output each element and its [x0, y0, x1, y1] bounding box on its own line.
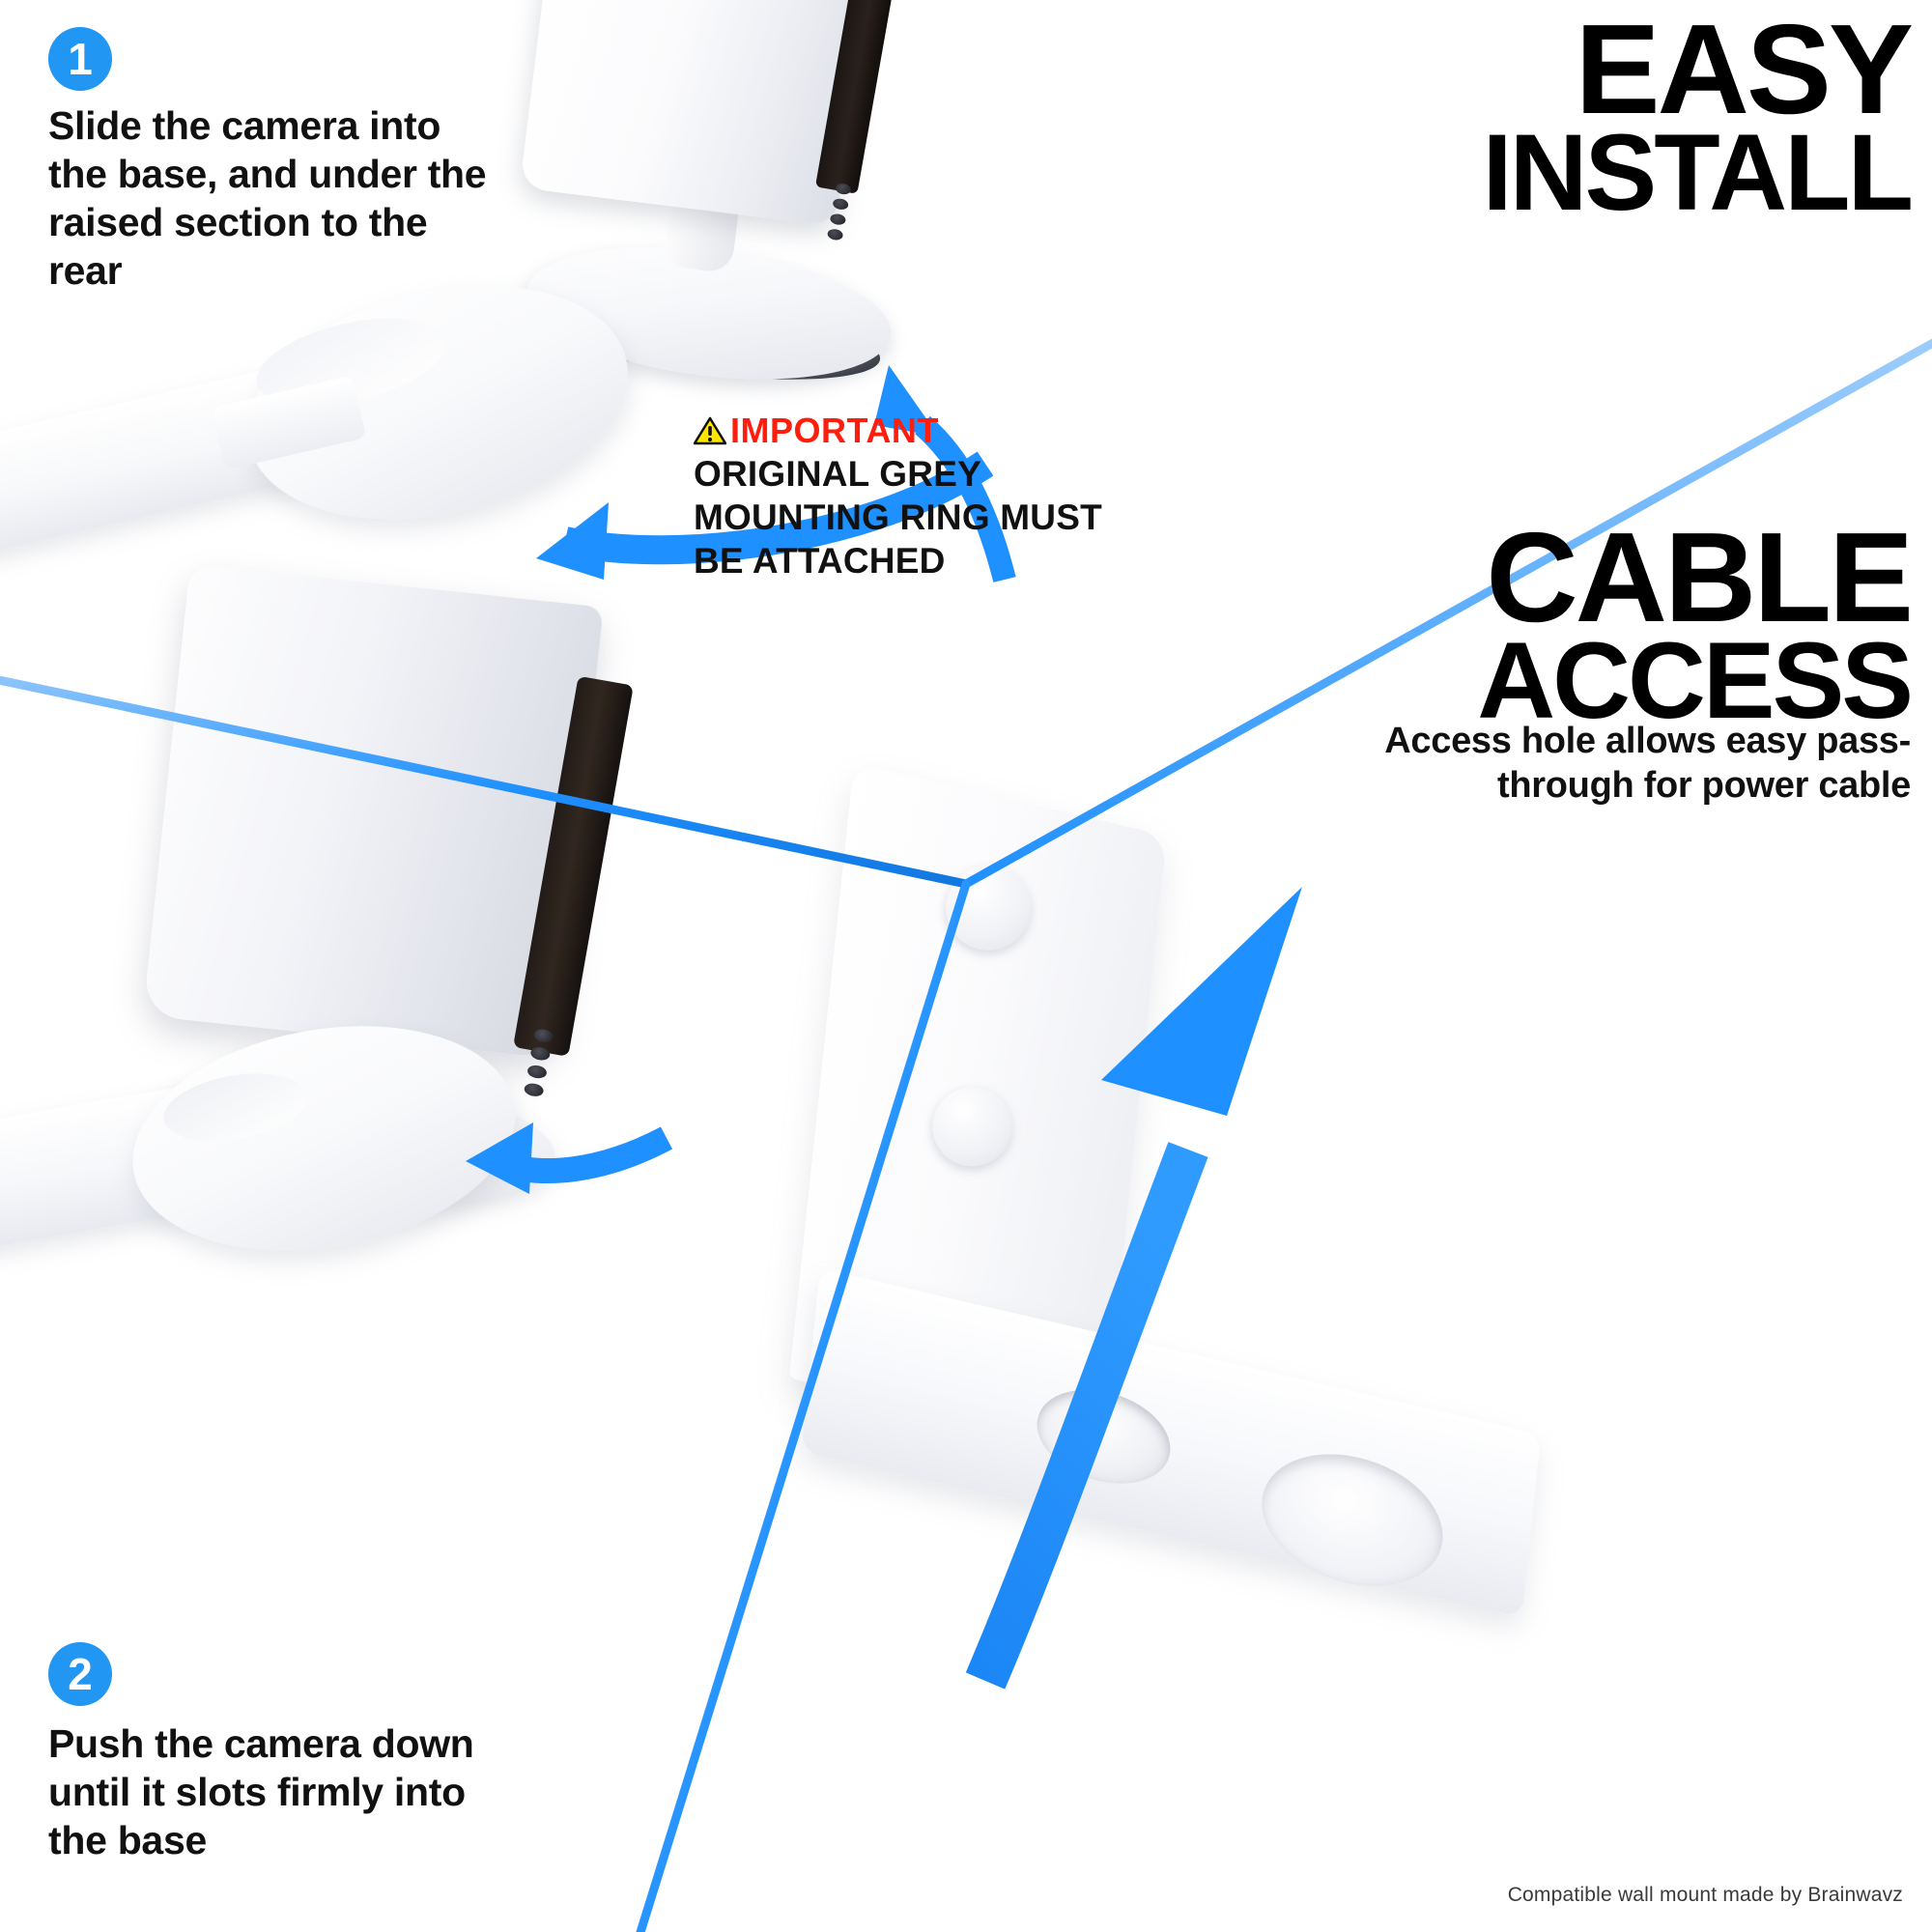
- important-label-text: IMPORTANT: [730, 411, 939, 450]
- heading-cable-access-line1: CABLE: [1486, 506, 1914, 648]
- heading-easy-install: EASY INSTALL: [1482, 0, 1914, 234]
- step-2-badge: 2: [48, 1642, 112, 1706]
- important-label-row: IMPORTANT: [694, 411, 939, 451]
- step-2-text: Push the camera down until it slots firm…: [48, 1721, 474, 1863]
- heading-easy-install-line1: EASY: [1575, 0, 1914, 140]
- footer-attribution: Compatible wall mount made by Brainwavz: [1507, 1884, 1903, 1906]
- mount-bracket-bottom-image: [0, 930, 681, 1406]
- important-body-text: ORIGINAL GREY MOUNTING RING MUST BE ATTA…: [694, 454, 1102, 582]
- heading-cable-access-line2: ACCESS: [1477, 620, 1914, 742]
- warning-triangle-icon: [694, 416, 726, 445]
- step-1-text: Slide the camera into the base, and unde…: [48, 103, 487, 294]
- heading-cable-access: CABLE ACCESS: [1477, 506, 1914, 742]
- mount-pad-bottom: [114, 997, 533, 1279]
- cable-access-subtitle: Access hole allows easy pass-through for…: [1384, 721, 1911, 806]
- wall-bracket-image: [697, 763, 1679, 1932]
- step-1-badge: 1: [48, 27, 112, 91]
- heading-easy-install-line2: INSTALL: [1482, 112, 1914, 234]
